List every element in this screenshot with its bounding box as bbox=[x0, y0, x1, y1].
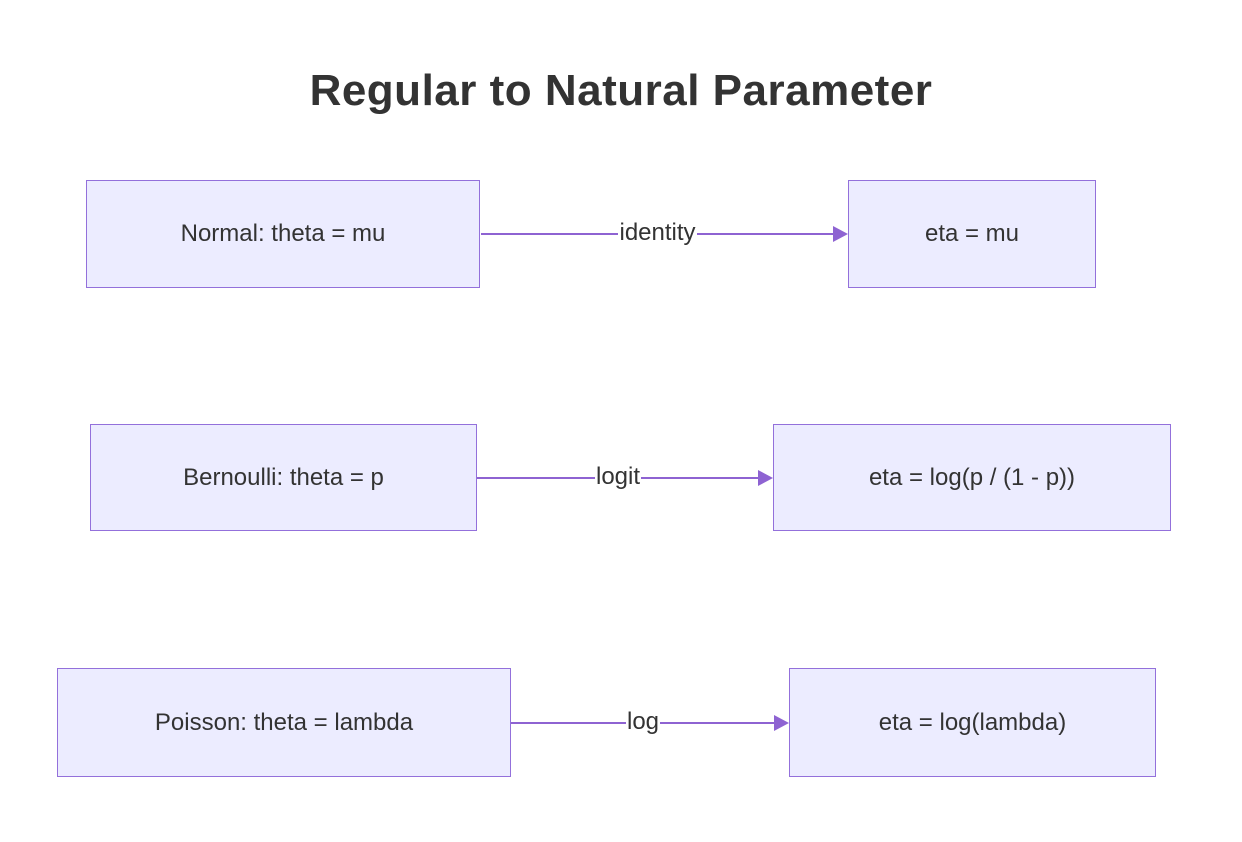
edge-log: log bbox=[511, 708, 789, 735]
edge-line bbox=[481, 233, 619, 235]
node-eta-mu-label: eta = mu bbox=[924, 220, 1020, 247]
diagram-title: Regular to Natural Parameter bbox=[309, 66, 933, 115]
node-normal-theta: Normal: theta = mu bbox=[86, 180, 480, 288]
edge-identity-label: identity bbox=[618, 219, 697, 246]
edge-line bbox=[696, 233, 835, 235]
edge-line bbox=[511, 722, 626, 724]
edge-logit: logit bbox=[477, 463, 773, 490]
arrowhead-icon bbox=[833, 226, 849, 242]
node-eta-log: eta = log(lambda) bbox=[789, 668, 1156, 777]
arrowhead-icon bbox=[758, 470, 773, 486]
edge-identity: identity bbox=[481, 219, 849, 246]
node-eta-logit: eta = log(p / (1 - p)) bbox=[773, 424, 1171, 531]
node-poisson-theta-label: Poisson: theta = lambda bbox=[154, 708, 414, 736]
node-bernoulli-theta-label: Bernoulli: theta = p bbox=[183, 463, 384, 491]
node-normal-theta-label: Normal: theta = mu bbox=[180, 220, 386, 247]
node-poisson-theta: Poisson: theta = lambda bbox=[57, 668, 511, 777]
edge-line bbox=[660, 722, 775, 724]
arrowhead-icon bbox=[774, 715, 789, 731]
node-eta-logit-label: eta = log(p / (1 - p)) bbox=[868, 463, 1076, 491]
node-bernoulli-theta: Bernoulli: theta = p bbox=[90, 424, 477, 531]
edge-log-label: log bbox=[625, 708, 661, 735]
edge-logit-label: logit bbox=[594, 463, 642, 490]
node-eta-log-label: eta = log(lambda) bbox=[878, 708, 1067, 736]
edge-line bbox=[477, 477, 595, 479]
edge-line bbox=[641, 477, 759, 479]
node-eta-mu: eta = mu bbox=[848, 180, 1096, 288]
